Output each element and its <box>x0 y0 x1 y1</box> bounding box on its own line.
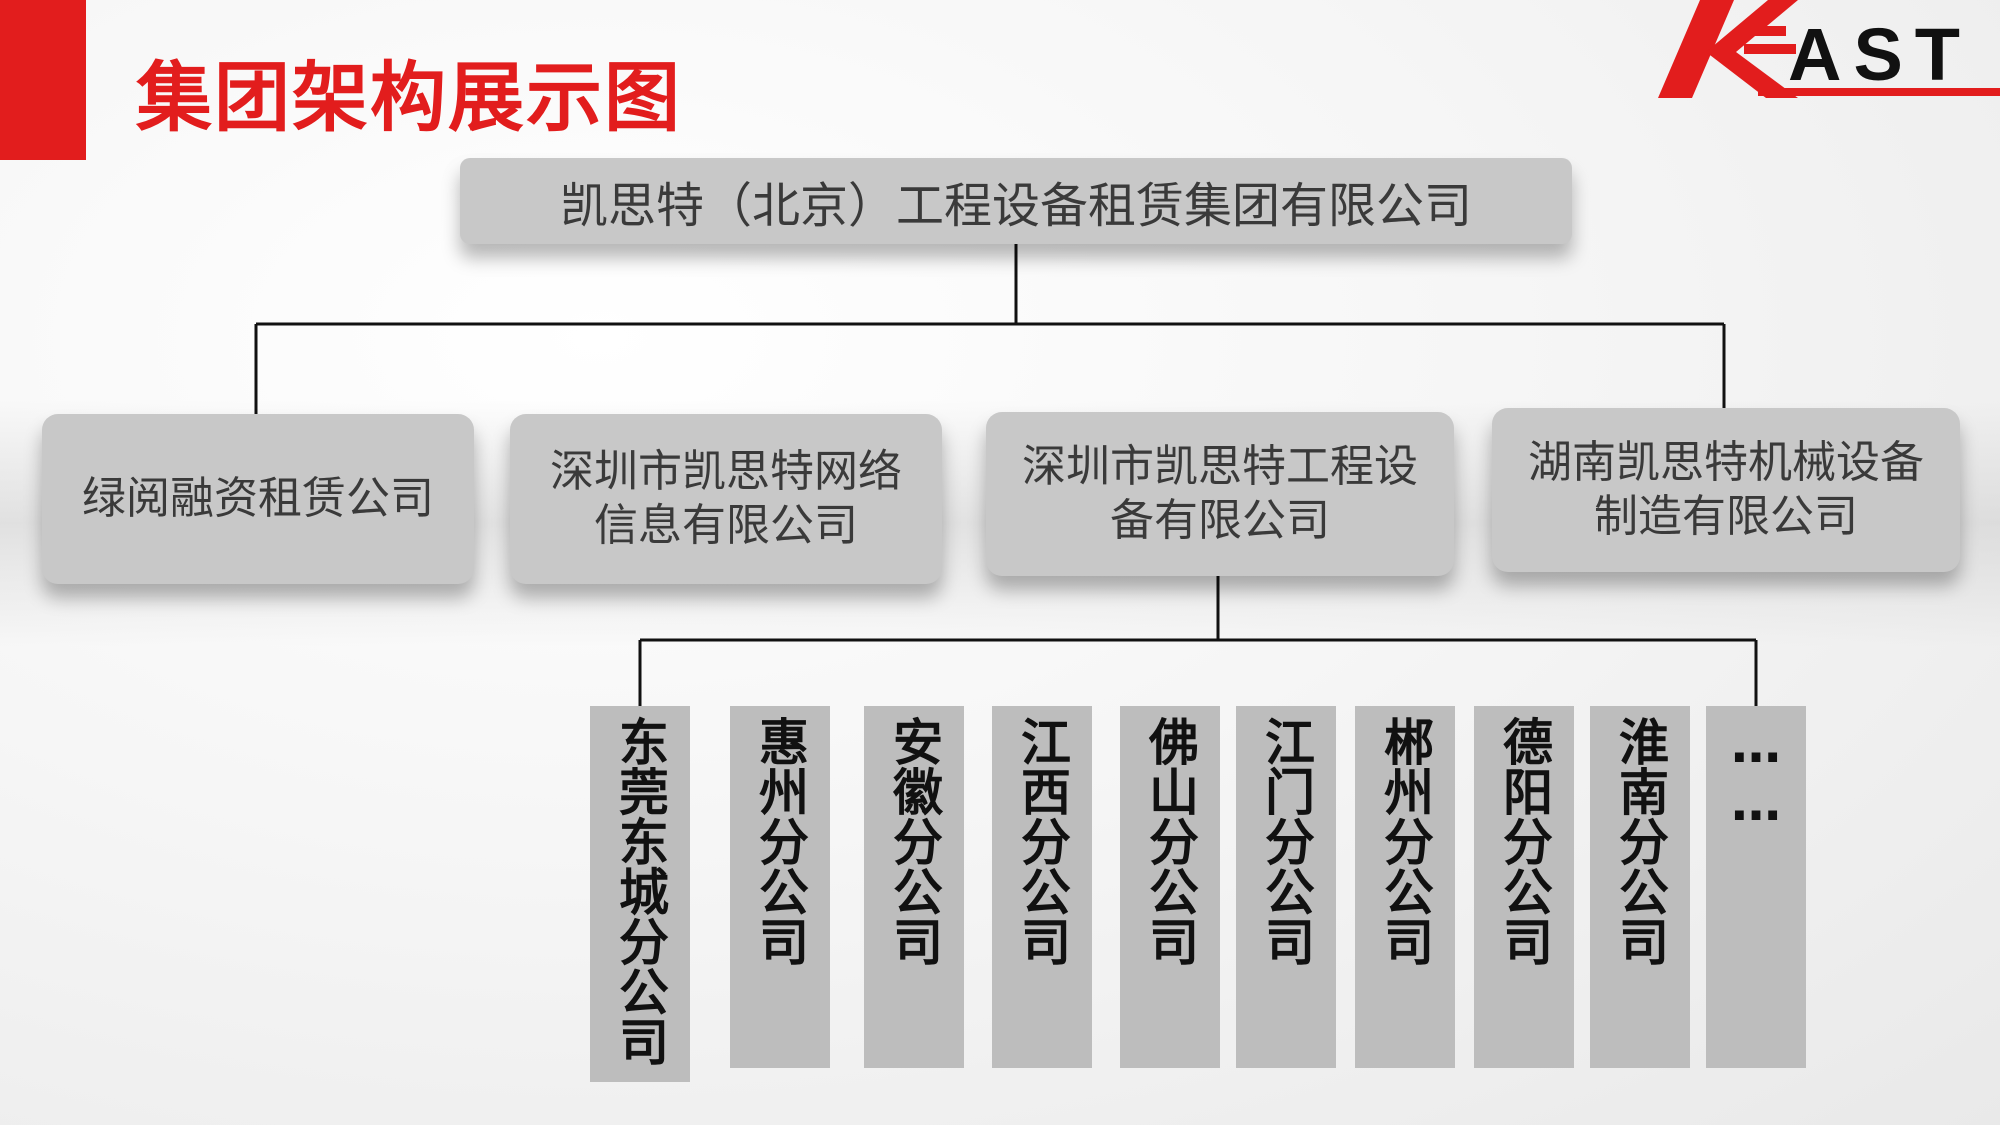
subsidiary-box: 绿阅融资租赁公司 <box>42 414 474 584</box>
subsidiary-box: 湖南凯思特机械设备制造有限公司 <box>1492 408 1960 572</box>
subsidiary-box: 深圳市凯思特工程设备有限公司 <box>986 412 1454 576</box>
logo-mark-icon <box>1658 0 2000 98</box>
east-logo: AST <box>1648 0 2000 104</box>
page-title: 集团架构展示图 <box>136 53 682 142</box>
branch-box: 安徽分公司 <box>864 706 964 1068</box>
branch-box: 佛山分公司 <box>1120 706 1220 1068</box>
root-company-box: 凯思特（北京）工程设备租赁集团有限公司 <box>460 158 1572 244</box>
branch-box-more: …… <box>1706 706 1806 1068</box>
branch-box: 江西分公司 <box>992 706 1092 1068</box>
branch-box: 惠州分公司 <box>730 706 830 1068</box>
red-accent-bar <box>0 0 86 160</box>
branch-box: 德阳分公司 <box>1474 706 1574 1068</box>
branch-box: 郴州分公司 <box>1355 706 1455 1068</box>
logo-text: AST <box>1788 13 1972 96</box>
branch-box: 江门分公司 <box>1236 706 1336 1068</box>
branch-box: 淮南分公司 <box>1590 706 1690 1068</box>
branch-box: 东莞东城分公司 <box>590 706 690 1082</box>
subsidiary-box: 深圳市凯思特网络信息有限公司 <box>510 414 942 584</box>
